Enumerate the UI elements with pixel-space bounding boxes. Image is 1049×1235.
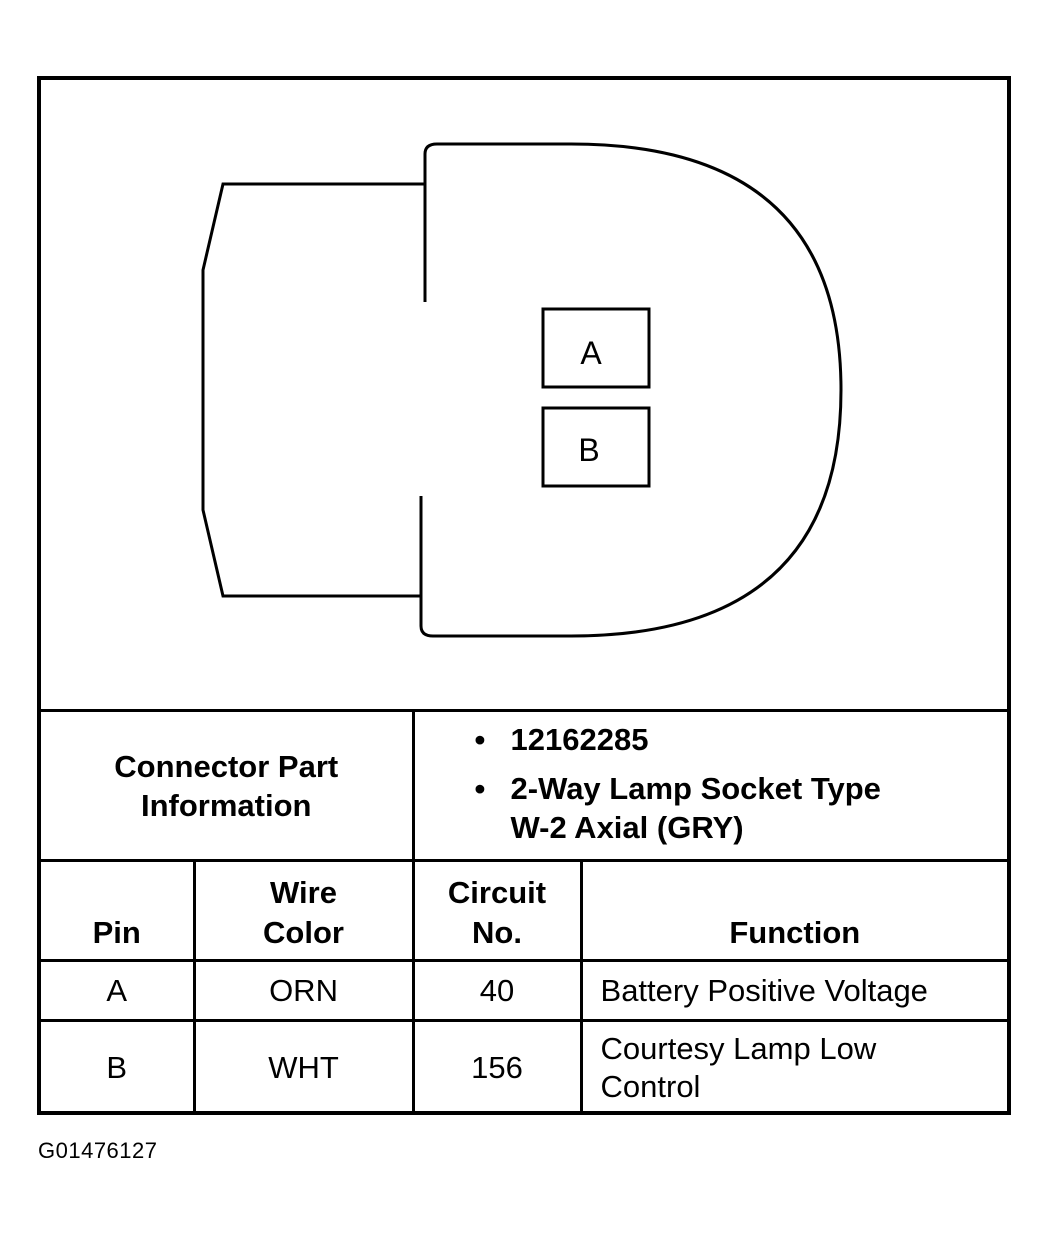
connector-part-label-line2: Information [141, 787, 312, 823]
header-pin: Pin [41, 859, 196, 962]
connector-part-info-cell: • 12162285 • 2-Way Lamp Socket Type W-2 … [411, 709, 1008, 862]
connector-info-table: Connector Part Information • 12162285 • … [41, 709, 1008, 1115]
part-number-item: • 12162285 [415, 720, 1008, 759]
part-description-line1: 2-Way Lamp Socket Type [510, 771, 881, 806]
table-row: A ORN 40 Battery Positive Voltage [41, 959, 1008, 1022]
row-a-pin: A [41, 959, 196, 1022]
header-wire-color: Wire Color [192, 859, 415, 962]
part-description-item: • 2-Way Lamp Socket Type W-2 Axial (GRY) [415, 769, 1008, 847]
bullet-icon: • [474, 722, 486, 757]
part-description-line2: W-2 Axial (GRY) [510, 810, 744, 845]
part-number: 12162285 [510, 722, 649, 757]
row-a-circuit: 40 [411, 959, 583, 1022]
connector-outline: A B [201, 142, 843, 638]
connector-housing-outline [419, 142, 843, 638]
pin-cavity-label-a: A [580, 335, 602, 371]
header-function: Function [579, 859, 1008, 962]
table-row: B WHT 156 Courtesy Lamp Low Control [41, 1019, 1008, 1115]
row-b-circuit: 156 [411, 1019, 583, 1115]
row-b-function: Courtesy Lamp Low Control [579, 1019, 1008, 1115]
header-wire-color-line1: Wire [270, 875, 337, 910]
pin-cavity-a [541, 307, 651, 389]
header-circuit: Circuit No. [411, 859, 583, 962]
pin-cavity-b [541, 406, 651, 488]
row-a-function: Battery Positive Voltage [579, 959, 1008, 1022]
connector-part-label-line1: Connector Part [114, 748, 339, 784]
header-circuit-line2: No. [472, 915, 522, 950]
pin-cavity-label-b: B [578, 432, 599, 468]
row-b-function-line1: Courtesy Lamp Low [600, 1031, 877, 1067]
row-b-pin: B [41, 1019, 196, 1115]
header-wire-color-line2: Color [263, 915, 344, 950]
header-circuit-line1: Circuit [447, 875, 547, 910]
diagram-frame: A B Connector Part Information • 1216228… [37, 76, 1011, 1115]
row-a-wire-color: ORN [192, 959, 415, 1022]
connector-part-row: Connector Part Information • 12162285 • … [41, 709, 1008, 862]
connector-part-label-cell: Connector Part Information [41, 709, 415, 862]
row-a-function-line1: Battery Positive Voltage [600, 972, 928, 1008]
bullet-icon: • [474, 771, 486, 806]
row-b-wire-color: WHT [192, 1019, 415, 1115]
table-header-row: Pin Wire Color Circuit No. Function [41, 859, 1008, 962]
connector-body-outline [201, 182, 425, 598]
connector-face-diagram: A B [41, 80, 1007, 710]
figure-id: G01476127 [38, 1138, 158, 1163]
row-b-function-line2: Control [600, 1069, 701, 1105]
